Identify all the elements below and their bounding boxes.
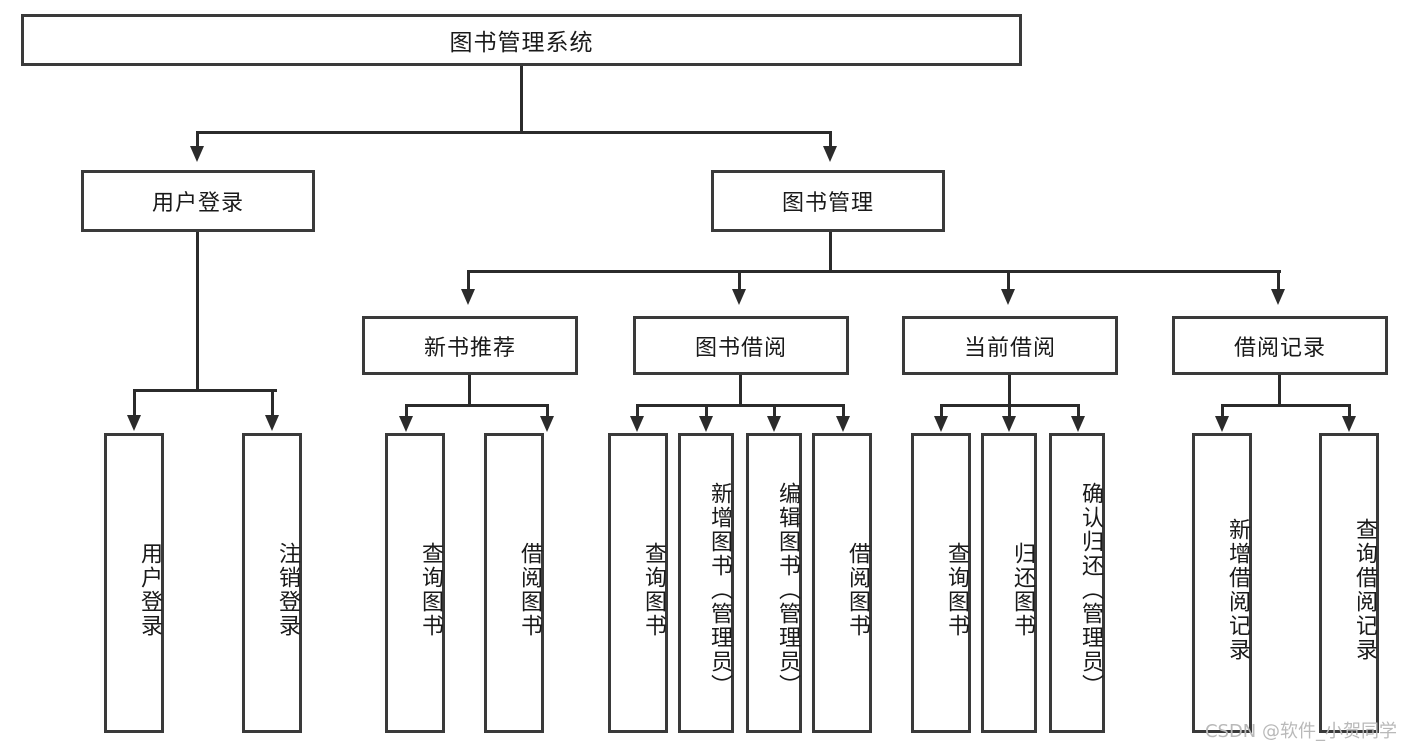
leaf-logout[interactable]: 注销登录 — [242, 433, 302, 733]
arrowhead-book-borrow-leaf1 — [630, 416, 644, 432]
node-label: 借阅图书 — [845, 542, 870, 638]
watermark: CSDN @软件_小贺同学 — [1204, 721, 1397, 742]
connector-book-management-trunk — [829, 232, 832, 272]
node-root-book-management-system[interactable]: 图书管理系统 — [21, 14, 1022, 66]
connector-borrow-record-leaf1 — [1221, 404, 1224, 418]
arrowhead-user-login — [190, 146, 204, 162]
connector-book-borrow-trunk — [739, 375, 742, 407]
leaf-query-book-borrow[interactable]: 查询图书 — [608, 433, 668, 733]
connector-to-user-login — [196, 131, 199, 148]
connector-book-borrow-leaf3 — [773, 404, 776, 418]
arrowhead-book-borrow-leaf4 — [836, 416, 850, 432]
leaf-query-borrow-record[interactable]: 查询借阅记录 — [1319, 433, 1379, 733]
arrowhead-borrow-record — [1271, 289, 1285, 305]
connector-book-borrow-leaf4 — [842, 404, 845, 418]
arrowhead-borrow-record-leaf2 — [1342, 416, 1356, 432]
node-label: 图书管理 — [781, 191, 874, 216]
node-label: 新增借阅记录 — [1225, 518, 1250, 662]
connector-new-book-bus — [405, 404, 549, 407]
connector-to-current-borrow — [1007, 270, 1010, 291]
leaf-user-login[interactable]: 用户登录 — [104, 433, 164, 733]
connector-user-login-trunk — [196, 232, 199, 392]
connector-root-trunk — [520, 66, 523, 133]
connector-to-book-management — [829, 131, 832, 148]
arrowhead-current-borrow-leaf3 — [1071, 416, 1085, 432]
connector-level2-bus — [196, 131, 830, 134]
node-book-borrow[interactable]: 图书借阅 — [633, 316, 849, 375]
leaf-edit-book-admin[interactable]: 编辑图书（管理员） — [746, 433, 802, 733]
leaf-confirm-return-admin[interactable]: 确认归还（管理员） — [1049, 433, 1105, 733]
connector-borrow-record-trunk — [1278, 375, 1281, 407]
connector-to-borrow-record — [1277, 270, 1280, 291]
leaf-borrow-book[interactable]: 借阅图书 — [812, 433, 872, 733]
arrowhead-book-management — [823, 146, 837, 162]
node-label: 编辑图书（管理员） — [775, 482, 800, 698]
node-label: 图书借阅 — [694, 335, 787, 361]
arrowhead-book-borrow-leaf3 — [767, 416, 781, 432]
connector-new-book-trunk — [468, 375, 471, 407]
node-current-borrow[interactable]: 当前借阅 — [902, 316, 1118, 375]
connector-current-borrow-trunk — [1008, 375, 1011, 407]
leaf-add-borrow-record[interactable]: 新增借阅记录 — [1192, 433, 1252, 733]
node-label: 查询图书 — [641, 542, 666, 638]
connector-borrow-record-leaf2 — [1348, 404, 1351, 418]
leaf-add-book-admin[interactable]: 新增图书（管理员） — [678, 433, 734, 733]
node-label: 注销登录 — [275, 542, 300, 638]
node-label: 查询借阅记录 — [1352, 518, 1377, 662]
arrowhead-user-login-leaf2 — [265, 415, 279, 431]
node-label: 查询图书 — [418, 542, 443, 638]
node-label: 用户登录 — [137, 542, 162, 638]
connector-borrow-record-bus — [1221, 404, 1351, 407]
connector-book-borrow-bus — [636, 404, 845, 407]
connector-level3-bus — [467, 270, 1281, 273]
node-label: 图书管理系统 — [449, 30, 594, 56]
arrowhead-current-borrow — [1001, 289, 1015, 305]
node-borrow-record[interactable]: 借阅记录 — [1172, 316, 1388, 375]
arrowhead-borrow-record-leaf1 — [1215, 416, 1229, 432]
arrowhead-current-borrow-leaf2 — [1002, 416, 1016, 432]
connector-book-borrow-leaf2 — [705, 404, 708, 418]
leaf-query-book-recommend[interactable]: 查询图书 — [385, 433, 445, 733]
arrowhead-user-login-leaf1 — [127, 415, 141, 431]
arrowhead-book-borrow — [732, 289, 746, 305]
node-label: 用户登录 — [151, 191, 244, 216]
node-label: 当前借阅 — [963, 335, 1056, 361]
node-label: 确认归还（管理员） — [1078, 482, 1103, 698]
leaf-return-book[interactable]: 归还图书 — [981, 433, 1037, 733]
node-book-management[interactable]: 图书管理 — [711, 170, 945, 232]
connector-to-book-borrow — [738, 270, 741, 291]
node-label: 借阅图书 — [517, 542, 542, 638]
node-label: 新书推荐 — [423, 335, 516, 361]
connector-to-new-book — [467, 270, 470, 291]
arrowhead-new-book — [461, 289, 475, 305]
connector-user-login-leaf1 — [133, 389, 136, 417]
node-label: 借阅记录 — [1233, 335, 1326, 361]
leaf-borrow-book-recommend[interactable]: 借阅图书 — [484, 433, 544, 733]
connector-current-borrow-leaf2 — [1008, 404, 1011, 418]
connector-current-borrow-leaf1 — [940, 404, 943, 418]
node-label: 归还图书 — [1010, 542, 1035, 638]
connector-current-borrow-leaf3 — [1077, 404, 1080, 418]
arrowhead-current-borrow-leaf1 — [934, 416, 948, 432]
node-user-login[interactable]: 用户登录 — [81, 170, 315, 232]
arrowhead-new-book-leaf1 — [399, 416, 413, 432]
node-label: 查询图书 — [944, 542, 969, 638]
leaf-query-book-current[interactable]: 查询图书 — [911, 433, 971, 733]
arrowhead-new-book-leaf2 — [540, 416, 554, 432]
connector-new-book-leaf2 — [546, 404, 549, 418]
connector-book-borrow-leaf1 — [636, 404, 639, 418]
connector-new-book-leaf1 — [405, 404, 408, 418]
node-label: 新增图书（管理员） — [707, 482, 732, 698]
connector-user-login-leaf2 — [271, 389, 274, 417]
node-new-book-recommend[interactable]: 新书推荐 — [362, 316, 578, 375]
arrowhead-book-borrow-leaf2 — [699, 416, 713, 432]
connector-user-login-bus — [133, 389, 277, 392]
